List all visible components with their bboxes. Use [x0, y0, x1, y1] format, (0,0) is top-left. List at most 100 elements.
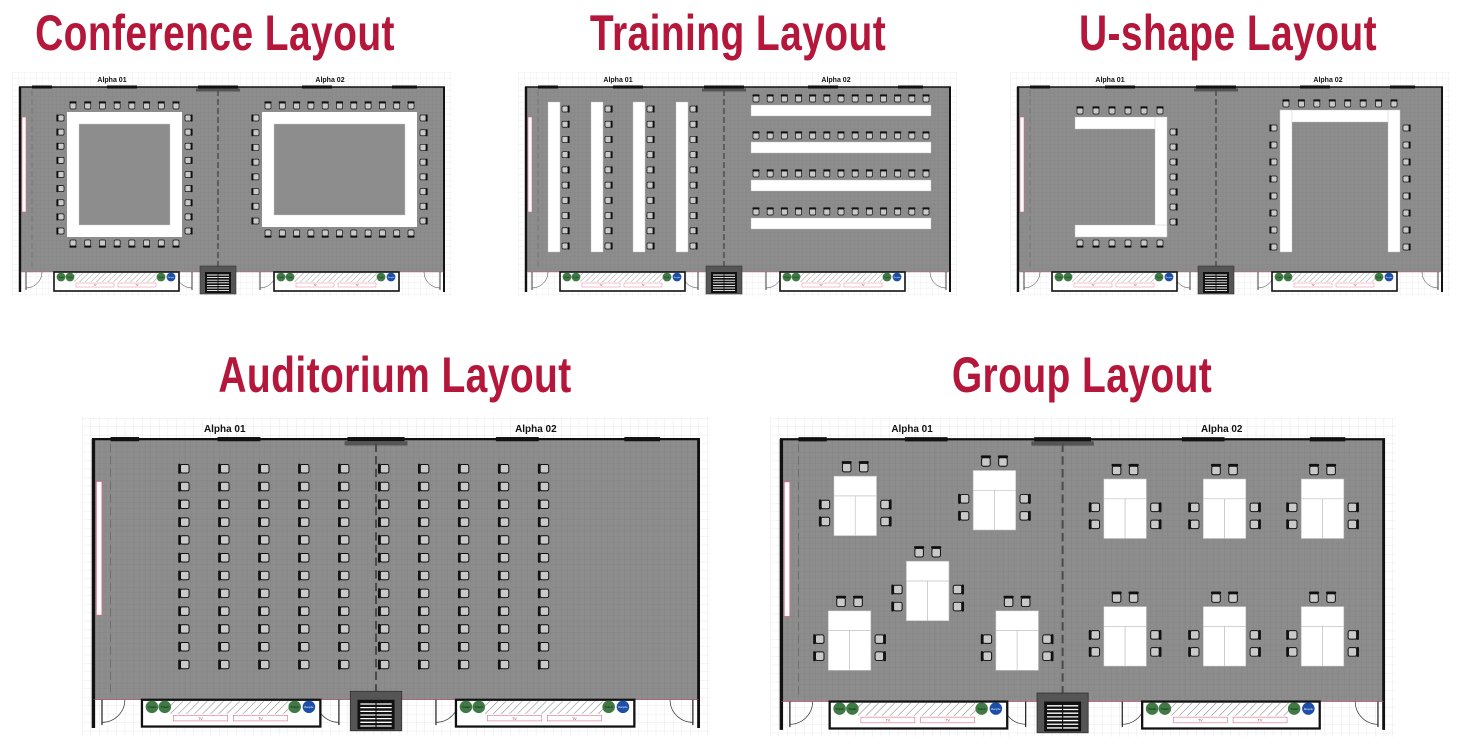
chair-back: [307, 101, 315, 104]
chair-seat: [57, 213, 65, 221]
chair: [497, 463, 510, 474]
trash-label: Trash: [158, 276, 164, 279]
chair-back: [537, 517, 541, 528]
chair-seat: [539, 624, 550, 634]
chair-back: [567, 105, 570, 113]
chair-seat: [419, 129, 427, 137]
chair: [561, 166, 570, 174]
trash-label: Trash: [291, 705, 299, 709]
chair-seat: [814, 651, 825, 661]
chair-seat: [379, 588, 390, 599]
chair-back: [652, 227, 655, 235]
chair-back: [1088, 502, 1092, 513]
chair-back: [251, 217, 254, 225]
trash-bin: [285, 272, 295, 282]
chair-seat: [259, 642, 270, 652]
chair: [497, 641, 510, 652]
hatched-area: [800, 273, 885, 282]
chair-seat: [1347, 630, 1358, 640]
door-swing: [1354, 701, 1378, 725]
table: [1322, 626, 1345, 667]
chair: [1286, 646, 1298, 658]
chair-back: [567, 151, 570, 159]
table: [750, 217, 932, 230]
door-swing: [1421, 271, 1439, 289]
chair: [1088, 646, 1101, 658]
chair: [1374, 99, 1383, 108]
chair-back: [1050, 634, 1054, 645]
chair: [258, 499, 270, 510]
trash-label: Trash: [664, 276, 670, 279]
chair: [218, 463, 230, 474]
tv: [547, 714, 602, 722]
chair-back: [338, 463, 341, 474]
chair-seat: [419, 642, 430, 652]
chair-seat: [184, 199, 192, 207]
chair: [922, 94, 930, 103]
chair: [1402, 243, 1411, 251]
chair: [1325, 591, 1337, 603]
chair: [894, 169, 902, 178]
chair-seat: [339, 659, 350, 670]
chair-back: [56, 185, 59, 193]
chair-seat: [1169, 218, 1177, 226]
chair-seat: [880, 170, 887, 178]
chair-seat: [894, 132, 902, 140]
window: [808, 85, 838, 89]
trash-bin: [158, 700, 172, 714]
chair-back: [1227, 591, 1239, 595]
chair-seat: [419, 517, 430, 527]
chair-seat: [299, 570, 310, 581]
chair: [1108, 106, 1116, 115]
chair-seat: [561, 151, 569, 159]
chair-seat: [459, 642, 470, 652]
chair: [880, 516, 892, 527]
chair-back: [56, 142, 59, 150]
recycle-bin: [672, 272, 682, 282]
chair-back: [378, 481, 381, 492]
chair-seat: [419, 158, 427, 166]
recycle-label: Recycle: [674, 277, 680, 279]
chair-seat: [982, 651, 993, 661]
chair: [419, 129, 428, 137]
chair-back: [883, 651, 886, 662]
chair-back: [457, 517, 461, 528]
chair-seat: [604, 196, 612, 204]
chair-seat: [184, 213, 192, 221]
table: [972, 470, 1017, 491]
chair-seat: [419, 217, 427, 225]
chair-seat: [379, 606, 390, 616]
chair: [813, 651, 825, 662]
chair: [378, 606, 390, 617]
chair-seat: [959, 494, 970, 504]
chair-seat: [299, 553, 310, 563]
chair: [837, 169, 845, 178]
chair-seat: [459, 606, 470, 616]
chair-seat: [561, 196, 569, 204]
chair-seat: [1270, 141, 1278, 149]
partition-track: [344, 441, 408, 446]
chair-seat: [379, 659, 390, 670]
chair: [298, 534, 310, 546]
chair-back: [837, 131, 845, 134]
chair: [457, 623, 470, 635]
chair: [1019, 493, 1031, 504]
chair-seat: [689, 136, 697, 143]
chair-seat: [1156, 107, 1164, 115]
chair: [417, 463, 430, 474]
chair-seat: [604, 105, 612, 113]
chair-back: [157, 101, 165, 104]
chair: [922, 169, 930, 178]
chair: [1128, 591, 1139, 603]
chair: [1088, 519, 1101, 530]
trash-label: Trash: [1276, 276, 1282, 279]
chair-seat: [1347, 502, 1358, 513]
chair: [113, 239, 121, 248]
chair: [258, 481, 270, 492]
chair-back: [407, 101, 415, 104]
chair: [298, 463, 310, 474]
chair-seat: [219, 588, 230, 599]
chair: [952, 584, 965, 595]
